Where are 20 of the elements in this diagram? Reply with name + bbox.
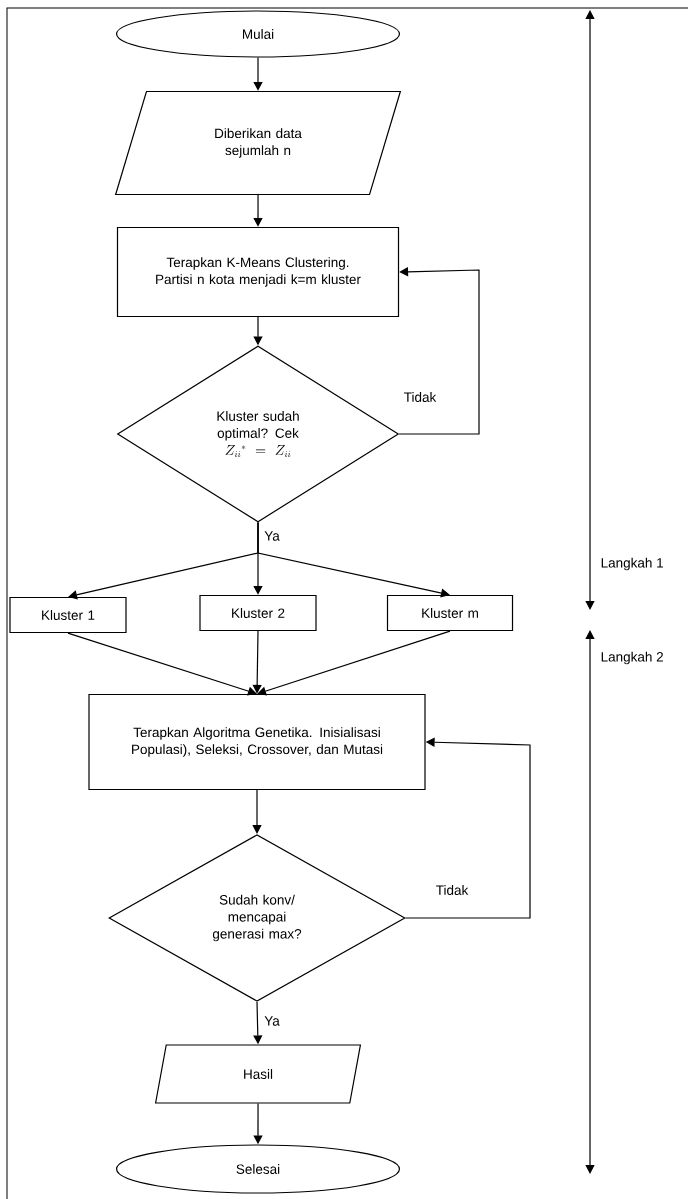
process-box: Kluster m [386,594,514,632]
arrow [257,630,451,696]
arrow [257,522,450,598]
process-box: Kluster 2 [199,594,317,632]
terminal-oval: Mulai [116,10,401,58]
process-box: Terapkan K-Means Clustering. Partisi n kota menjadi k=m kluster [116,226,400,318]
step-label: Langkah 2 [601,651,663,665]
process-box: Kluster 1 [9,596,127,634]
edge-label: Tidak [402,391,438,403]
terminal-oval: Selesai [116,1144,401,1194]
process-box: Terapkan Algoritma Genetika. Inisialisasi Populasi), Seleksi, Crossover, dan Mutasi [88,693,426,791]
step-label: Langkah 1 [601,557,663,571]
edge-label: Tidak [434,884,470,896]
arrow [253,57,263,91]
arrow [253,194,263,227]
edge-label: Ya [263,1015,281,1027]
edge-label: Ya [263,530,281,542]
arrow [398,267,480,435]
arrow [67,632,257,696]
arrow [252,630,262,694]
